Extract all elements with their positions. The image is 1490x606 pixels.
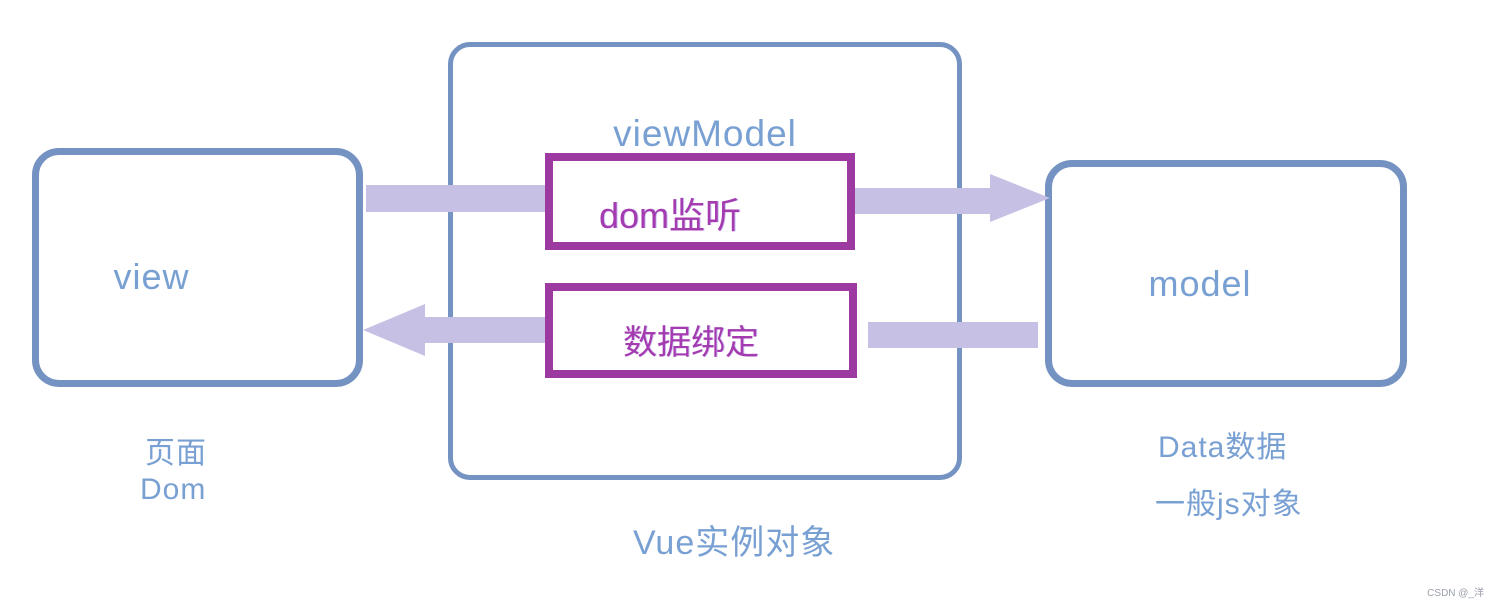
view-box: view [32, 148, 363, 387]
view-caption-page: 页面 [145, 437, 207, 470]
view-caption-dom: Dom [140, 473, 207, 506]
view-label: view [113, 255, 190, 297]
viewmodel-title: viewModel [613, 113, 797, 154]
dom-listener-label: dom监听 [598, 194, 742, 236]
arrow-viewmodel-to-model-head-icon [990, 174, 1050, 222]
arrow-model-to-viewmodel [868, 322, 1038, 348]
model-label: model [1148, 262, 1252, 304]
arrow-viewmodel-to-view-head-icon [363, 304, 425, 356]
arrow-view-to-viewmodel [366, 185, 545, 212]
model-caption-data: Data数据 [1158, 431, 1288, 464]
data-binding-box: 数据绑定 [545, 283, 857, 378]
arrow-viewmodel-to-model-shaft [855, 188, 992, 214]
data-binding-label: 数据绑定 [623, 324, 759, 362]
viewmodel-box: viewModel [448, 42, 962, 480]
model-caption-js-object: 一般js对象 [1155, 488, 1303, 521]
viewmodel-caption: Vue实例对象 [633, 524, 836, 562]
watermark: CSDN @_洋 [1427, 588, 1484, 599]
model-box: model [1045, 160, 1407, 387]
dom-listener-box: dom监听 [545, 153, 855, 250]
arrow-viewmodel-to-view-shaft [423, 317, 545, 343]
